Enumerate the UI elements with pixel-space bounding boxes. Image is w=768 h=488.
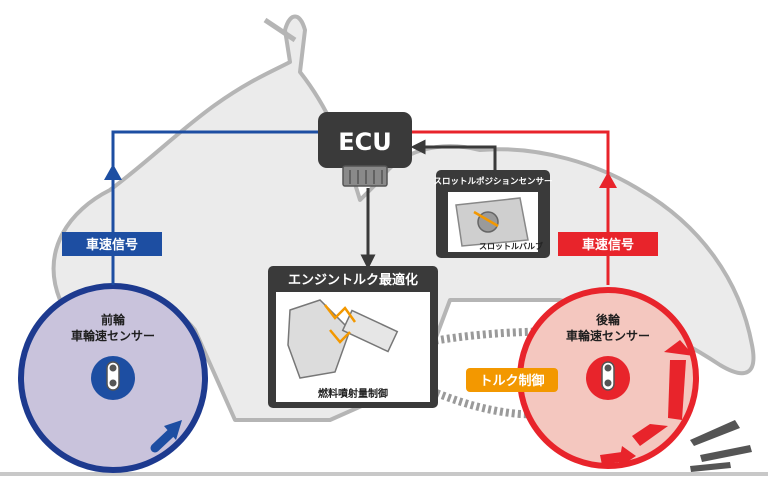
ecu-label: ECU xyxy=(338,128,392,156)
engine-torque-caption: 燃料噴射量制御 xyxy=(318,387,388,400)
front-signal-arrow xyxy=(104,164,122,180)
throttle-valve-label: スロットルバルブ xyxy=(479,241,543,251)
front-signal-label: 車速信号 xyxy=(86,237,138,253)
torque-control-badge xyxy=(466,368,558,392)
rear-sensor-label-line2: 車輪速センサー xyxy=(566,328,650,343)
throttle-to-ecu-line xyxy=(410,139,497,172)
road-spray xyxy=(690,420,752,472)
ecu-box xyxy=(318,112,412,187)
rear-signal-label-box xyxy=(558,232,658,256)
front-rotation-arrowhead xyxy=(164,420,182,440)
scooter-silhouette xyxy=(51,14,756,422)
rear-signal-arrow xyxy=(599,172,617,188)
rear-wheel xyxy=(517,287,699,469)
front-signal-label-box xyxy=(62,232,162,256)
torque-control-label: トルク制御 xyxy=(479,373,544,389)
rear-sensor-label-line1: 後輪 xyxy=(596,312,621,327)
rear-rotation-arrows xyxy=(600,340,694,468)
front-sensor-label-line2: 車輪速センサー xyxy=(71,328,155,343)
front-sensor-label-line1: 前輪 xyxy=(101,312,126,327)
throttle-sensor-title: スロットルポジションセンサー xyxy=(433,176,552,187)
engine-torque-box xyxy=(268,266,438,408)
engine-torque-title: エンジントルク最適化 xyxy=(288,272,418,288)
front-rotation-arrow xyxy=(150,427,177,453)
rear-signal-label: 車速信号 xyxy=(582,237,634,253)
front-wheel xyxy=(18,283,208,473)
ground-line xyxy=(0,472,768,476)
throttle-sensor-box xyxy=(436,170,550,258)
